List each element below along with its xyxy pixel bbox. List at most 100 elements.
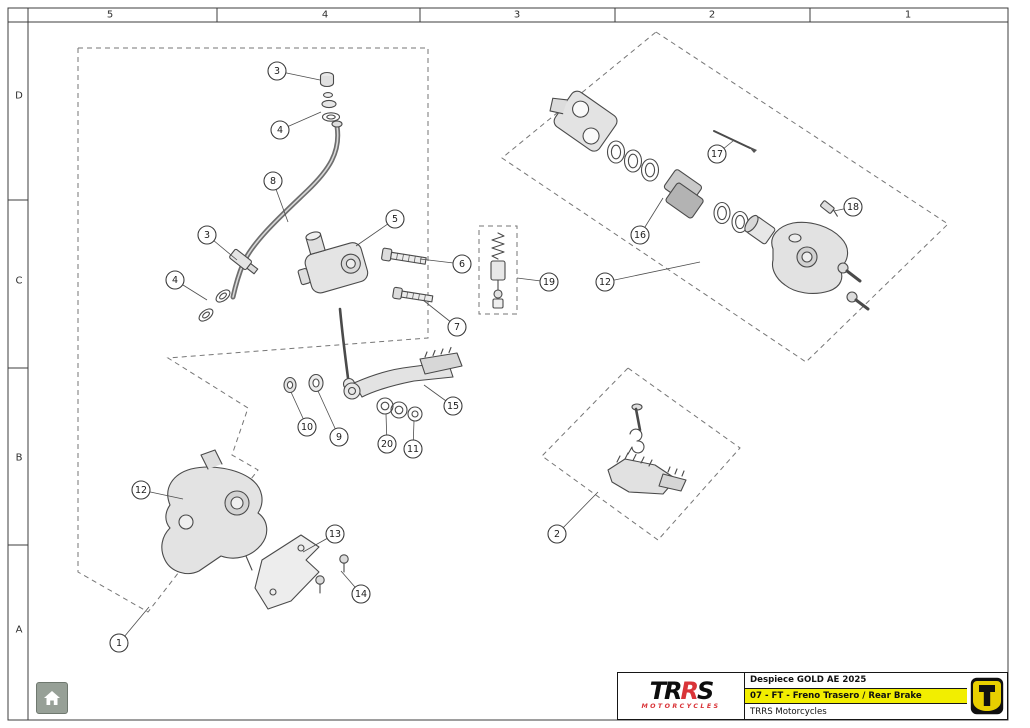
home-button[interactable] xyxy=(36,682,68,714)
callout-number-15: 15 xyxy=(447,401,459,412)
caliper-pistons xyxy=(713,201,776,245)
group-outline-caliper xyxy=(501,31,949,363)
callout-balloon-2 xyxy=(547,524,567,544)
callout-balloon-12 xyxy=(131,480,151,500)
callout-balloon-13 xyxy=(325,524,345,544)
callout-balloon-7 xyxy=(447,317,467,337)
seal-rings xyxy=(376,397,423,422)
group-outline-main xyxy=(77,47,429,613)
callout-number-4: 4 xyxy=(172,275,178,286)
trrs-wordmark-sub: MOTORCYCLES xyxy=(641,703,721,711)
caliper-guard xyxy=(254,534,349,610)
rear-caliper xyxy=(161,449,268,575)
callout-number-16: 16 xyxy=(634,230,646,241)
callout-number-17: 17 xyxy=(711,149,723,160)
title-block-rows: Despiece GOLD AE 2025 07 - FT - Freno Tr… xyxy=(745,673,967,719)
grid-label-col-4: 4 xyxy=(321,9,329,21)
callout-balloon-3 xyxy=(267,61,287,81)
callout-leader-line xyxy=(556,491,599,535)
mounting-bolts xyxy=(381,247,434,303)
callout-number-5: 5 xyxy=(392,214,398,225)
callout-number-6: 6 xyxy=(459,259,465,270)
home-icon xyxy=(44,691,60,705)
valve-spring-kit xyxy=(490,232,506,309)
callout-balloon-5 xyxy=(385,209,405,229)
trrs-wordmark-part3: S xyxy=(697,676,714,705)
trrs-emblem xyxy=(967,673,1007,719)
callout-number-9: 9 xyxy=(336,432,342,443)
callout-balloon-18 xyxy=(843,197,863,217)
callout-balloon-3 xyxy=(197,225,217,245)
brake-pedal-lever xyxy=(343,346,463,400)
pad-pin xyxy=(713,130,757,153)
section-title: 07 - FT - Freno Trasero / Rear Brake xyxy=(745,688,967,705)
callout-balloon-8 xyxy=(263,171,283,191)
callout-number-2: 2 xyxy=(554,529,560,540)
sheet-frame xyxy=(7,7,1009,721)
trrs-wordmark: TRRS xyxy=(650,679,715,703)
master-cylinder xyxy=(297,231,369,391)
callout-number-14: 14 xyxy=(355,589,367,600)
callout-balloon-10 xyxy=(297,417,317,437)
grid-label-row-c: C xyxy=(15,275,23,287)
grid-label-col-1: 1 xyxy=(904,9,912,21)
callout-number-8: 8 xyxy=(270,176,276,187)
callout-leader-line xyxy=(604,261,701,283)
callout-balloon-15 xyxy=(443,396,463,416)
callout-number-12: 12 xyxy=(599,277,611,288)
callout-number-4: 4 xyxy=(277,125,283,136)
trrs-emblem-icon xyxy=(970,677,1004,715)
brake-hose xyxy=(230,120,343,300)
company-name: TRRS Motorcycles xyxy=(750,706,827,717)
brake-pads xyxy=(663,169,704,219)
piston-seals xyxy=(606,140,660,182)
callout-number-11: 11 xyxy=(407,444,419,455)
reservoir-cap-parts xyxy=(319,71,341,122)
callout-balloon-12 xyxy=(595,272,615,292)
grid-label-row-d: D xyxy=(15,90,23,102)
group-outline-valve-kit xyxy=(478,225,518,315)
pivot-washers xyxy=(283,373,324,394)
callout-number-13: 13 xyxy=(329,529,341,540)
callout-number-18: 18 xyxy=(847,202,859,213)
exploded-parts-drawing xyxy=(161,71,870,610)
assembly-group-outlines xyxy=(77,31,949,613)
guard-screws xyxy=(315,554,349,594)
caliper-bracket xyxy=(549,90,618,152)
callout-number-7: 7 xyxy=(454,322,460,333)
callout-balloon-9 xyxy=(329,427,349,447)
callout-balloon-14 xyxy=(351,584,371,604)
grid-label-row-a: A xyxy=(15,624,23,636)
grid-label-col-3: 3 xyxy=(513,9,521,21)
trrs-wordmark-part1: TR xyxy=(649,676,683,705)
grid-label-row-b: B xyxy=(15,452,23,464)
callout-number-20: 20 xyxy=(381,439,393,450)
group-outline-pedal xyxy=(541,367,741,541)
callout-balloon-4 xyxy=(270,120,290,140)
callout-balloon-19 xyxy=(539,272,559,292)
callout-balloon-11 xyxy=(403,439,423,459)
callout-balloon-20 xyxy=(377,434,397,454)
trrs-wordmark-part2: R xyxy=(680,676,700,705)
title-block: TRRS MOTORCYCLES Despiece GOLD AE 2025 0… xyxy=(617,672,1008,720)
callout-balloon-4 xyxy=(165,270,185,290)
caliper-bolts xyxy=(837,262,870,311)
trrs-logo: TRRS MOTORCYCLES xyxy=(618,673,745,719)
callout-number-12: 12 xyxy=(135,485,147,496)
callout-balloon-1 xyxy=(109,633,129,653)
callout-number-3: 3 xyxy=(274,66,280,77)
callout-number-19: 19 xyxy=(543,277,555,288)
callout-number-3: 3 xyxy=(204,230,210,241)
document-title: Despiece GOLD AE 2025 xyxy=(745,673,967,689)
callout-balloon-17 xyxy=(707,144,727,164)
bleed-screw xyxy=(820,200,838,217)
grid-label-col-5: 5 xyxy=(106,9,114,21)
callout-balloon-6 xyxy=(452,254,472,274)
callout-balloon-16 xyxy=(630,225,650,245)
callout-number-10: 10 xyxy=(301,422,313,433)
caliper-body xyxy=(771,221,849,294)
pedal-tip-assembly xyxy=(607,403,687,495)
banjo-fitting xyxy=(198,248,259,322)
